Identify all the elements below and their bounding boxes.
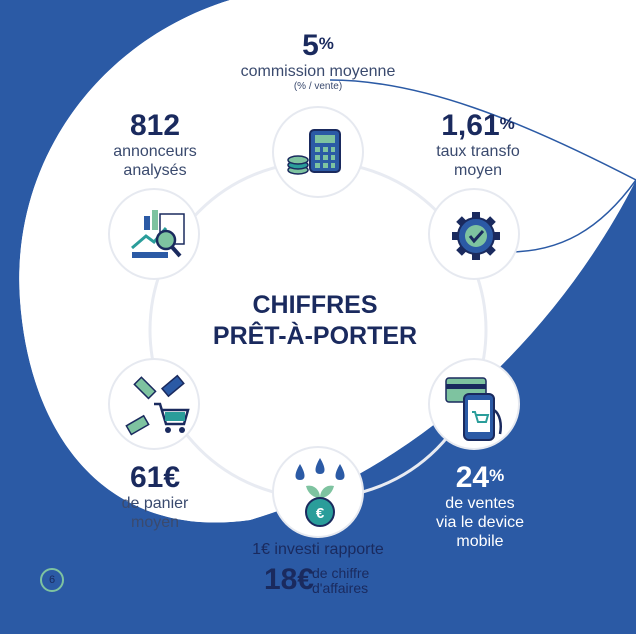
node-advertisers xyxy=(108,188,200,280)
stat-commission: 5% commission moyenne (% / vente) xyxy=(218,30,418,93)
title-line-1: CHIFFRES xyxy=(252,291,378,319)
advertisers-label-2: analysés xyxy=(123,162,187,179)
stat-basket: 61€ de panier moyen xyxy=(95,462,215,532)
stat-mobile: 24% de ventes via le device mobile xyxy=(405,462,555,551)
conversion-value: 1,61% xyxy=(441,109,515,142)
stat-conversion: 1,61% taux transfo moyen xyxy=(408,110,548,180)
mobile-payment-icon xyxy=(445,377,502,441)
commission-value: 5% xyxy=(302,29,334,62)
node-commission xyxy=(272,106,364,198)
gear-check-icon xyxy=(452,212,500,260)
roi-sublabel-1: de chiffre xyxy=(312,565,370,581)
node-basket xyxy=(108,358,200,450)
title-line-2: PRÊT-À-PORTER xyxy=(212,322,418,350)
roi-sublabel-2: d'affaires xyxy=(312,580,369,596)
basket-value: 61€ xyxy=(129,461,181,494)
mobile-label-2: via le device xyxy=(435,514,525,531)
node-mobile xyxy=(428,358,520,450)
basket-label-2: moyen xyxy=(130,514,180,531)
advertisers-label-1: annonceurs xyxy=(113,143,197,160)
calculator-coins-icon xyxy=(287,129,341,175)
node-roi: € xyxy=(272,446,364,538)
roi-value: 18€ xyxy=(263,563,314,596)
euro-growth-plant-icon: € xyxy=(295,458,345,527)
analytics-magnifier-icon xyxy=(131,210,185,258)
commission-label: commission moyenne xyxy=(240,63,396,80)
commission-sublabel: (% / vente) xyxy=(293,81,343,92)
main-title: CHIFFRES PRÊT-À-PORTER xyxy=(190,290,440,352)
page-number: 6 xyxy=(40,568,64,592)
roi-sublabel: de chiffre d'affaires xyxy=(312,566,402,596)
outline-loop xyxy=(329,79,636,253)
svg-text:€: € xyxy=(316,505,325,522)
conversion-label-2: moyen xyxy=(453,162,503,179)
mobile-label-1: de ventes xyxy=(445,495,515,512)
mobile-label-3: mobile xyxy=(456,533,504,550)
roi-label: 1€ investi rapporte xyxy=(252,541,384,558)
node-conversion xyxy=(428,188,520,280)
advertisers-value: 812 xyxy=(129,109,181,142)
basket-label-1: de panier xyxy=(121,495,189,512)
mobile-value: 24% xyxy=(455,461,505,494)
price-tags-cart-icon xyxy=(125,374,190,436)
stat-advertisers: 812 annonceurs analysés xyxy=(90,110,220,180)
conversion-label-1: taux transfo xyxy=(436,143,520,160)
